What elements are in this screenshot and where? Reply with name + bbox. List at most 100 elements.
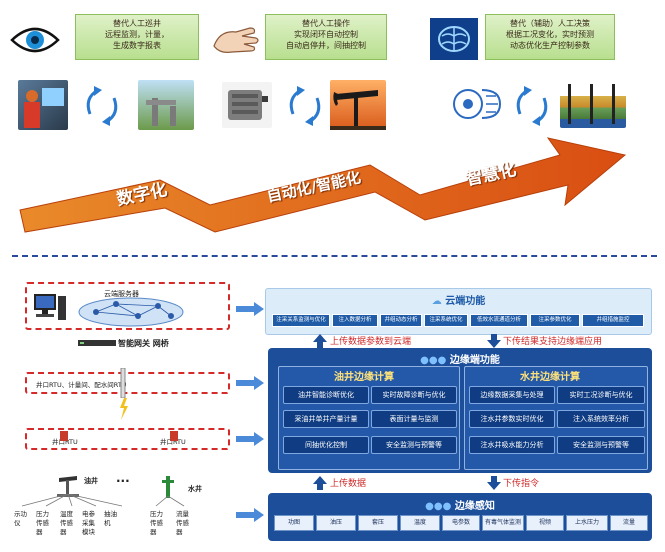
top-box-3-line1: 替代（辅助）人工决策 bbox=[510, 19, 590, 28]
pump-jack-photo bbox=[330, 80, 386, 130]
sense-chip-3: 套压 bbox=[358, 515, 398, 531]
water-func-6: 安全监测与预警等 bbox=[557, 436, 645, 454]
sense-chip-1: 功图 bbox=[274, 515, 314, 531]
edge-sensing-panel: ●●● 边缘感知 功图 油压 套压 温度 电参数 有毒气体监测 视频 上水压力 … bbox=[268, 493, 652, 541]
sense-chip-4: 温度 bbox=[400, 515, 440, 531]
water-rtu-label: 井口RTU bbox=[160, 438, 186, 446]
water-well-icon bbox=[162, 476, 174, 498]
cloud-chip-3: 井组动态分析 bbox=[380, 314, 422, 327]
right-arrow-4 bbox=[236, 508, 264, 522]
oil-sensor-links bbox=[21, 494, 123, 507]
edge-sensing-title: ●●● 边缘感知 bbox=[425, 501, 495, 512]
dots-separator: ··· bbox=[116, 474, 130, 488]
lightning-icon bbox=[120, 398, 128, 420]
rtu-device-photo bbox=[222, 82, 272, 128]
oil-sensor-1: 示功仪 bbox=[14, 510, 27, 527]
oil-sensor-2: 压力传感器 bbox=[36, 510, 49, 536]
cloud-functions-panel: ☁ 云端功能 注采关系监测与优化 注入数据分析 井组动态分析 注采系统优化 低效… bbox=[265, 288, 652, 335]
cloud-server-label: 云端服务器 bbox=[104, 290, 139, 298]
gateway-device-icon bbox=[78, 340, 116, 346]
cycle-arrows-icon-1 bbox=[86, 86, 118, 126]
oil-rtu-label: 井口RTU bbox=[52, 438, 78, 446]
top-box-3: 替代（辅助）人工决策 根据工况变化，实时预测 动态优化生产控制参数 bbox=[485, 14, 615, 60]
upload-to-cloud-label: 上传数据参数到云端 bbox=[330, 337, 412, 347]
oil-sensor-5: 抽油机 bbox=[104, 510, 117, 527]
water-func-1: 边缘数据采集与处理 bbox=[469, 386, 555, 404]
top-box-2-line3: 自动启停井，间抽控制 bbox=[286, 41, 366, 50]
water-sensor-links bbox=[155, 496, 185, 507]
water-sensor-2: 流量传感器 bbox=[176, 510, 189, 536]
oil-func-5: 间抽优化控制 bbox=[283, 436, 369, 454]
top-box-1-line1: 替代人工巡井 bbox=[113, 19, 161, 28]
right-arrow-3 bbox=[236, 432, 264, 446]
cloud-chip-4: 注采系统优化 bbox=[424, 314, 468, 327]
up-arrow-2 bbox=[313, 476, 327, 490]
sense-chip-8: 上水压力 bbox=[566, 515, 608, 531]
oil-sensor-4: 电参采集模块 bbox=[82, 510, 95, 536]
top-box-3-line3: 动态优化生产控制参数 bbox=[510, 41, 590, 50]
down-arrow-1 bbox=[487, 334, 501, 348]
wellhead-rtu-box bbox=[25, 428, 230, 450]
network-cloud-icon bbox=[78, 297, 184, 327]
oil-sensor-3: 温度传感器 bbox=[60, 510, 73, 536]
edge-sensing-title-text: 边缘感知 bbox=[454, 501, 495, 512]
operator-photo bbox=[18, 80, 68, 130]
cloud-functions-title: ☁ 云端功能 bbox=[431, 296, 486, 307]
antenna-icon bbox=[120, 368, 126, 398]
hand-icon bbox=[213, 27, 259, 53]
download-to-edge-label: 下传结果支持边缘端应用 bbox=[503, 337, 603, 347]
water-func-4: 注入系统效率分析 bbox=[557, 410, 645, 428]
water-func-2: 实时工况诊断与优化 bbox=[557, 386, 645, 404]
upload-data-label: 上传数据 bbox=[330, 479, 367, 489]
oil-func-3: 采油井单井产量计量 bbox=[283, 410, 369, 428]
oil-well-label: 油井 bbox=[84, 477, 98, 485]
top-box-2-line1: 替代人工操作 bbox=[302, 19, 350, 28]
top-box-1: 替代人工巡井 远程监测，计量， 生成数字报表 bbox=[75, 14, 199, 60]
water-func-5: 注水井吸水能力分析 bbox=[469, 436, 555, 454]
oil-func-6: 安全监测与预警等 bbox=[371, 436, 457, 454]
computer-icon bbox=[34, 294, 66, 320]
sense-chip-2: 油压 bbox=[316, 515, 356, 531]
sense-chip-6: 有毒气体监测 bbox=[482, 515, 524, 531]
eye-icon bbox=[10, 27, 60, 53]
wellhead-photo-1 bbox=[138, 80, 194, 130]
brain-icon bbox=[430, 18, 478, 60]
cloud-chip-7: 井组措施监控 bbox=[582, 314, 644, 327]
right-arrow-2 bbox=[236, 376, 264, 390]
rtu-box bbox=[25, 372, 230, 394]
progress-arrow bbox=[19, 137, 627, 233]
oil-func-1: 油井智能诊断优化 bbox=[283, 386, 369, 404]
oil-edge-title: 油井边缘计算 bbox=[334, 372, 394, 383]
water-well-label: 水井 bbox=[188, 485, 202, 493]
cloud-functions-title-text: 云端功能 bbox=[445, 296, 486, 307]
up-arrow-1 bbox=[313, 334, 327, 348]
cloud-chip-6: 注采参数优化 bbox=[530, 314, 580, 327]
oil-well-icon bbox=[57, 476, 79, 497]
gateway-label: 智能网关 网桥 bbox=[118, 339, 169, 348]
cycle-arrows-icon-2 bbox=[289, 86, 321, 126]
cloud-chip-1: 注采关系监测与优化 bbox=[272, 314, 330, 327]
down-arrow-2 bbox=[487, 476, 501, 490]
edge-functions-title: ●●● 边缘端功能 bbox=[420, 355, 500, 366]
sense-chip-5: 电参数 bbox=[442, 515, 480, 531]
download-command-label: 下传指令 bbox=[503, 479, 540, 489]
digital-brain-photo bbox=[450, 84, 506, 124]
top-box-3-line2: 根据工况变化，实时预测 bbox=[506, 30, 594, 39]
oil-func-4: 表面计量与监测 bbox=[371, 410, 457, 428]
section-divider bbox=[12, 255, 657, 257]
top-box-2-line2: 实现闭环自动控制 bbox=[294, 30, 358, 39]
water-func-3: 注水井参数实时优化 bbox=[469, 410, 555, 428]
water-edge-title: 水井边缘计算 bbox=[520, 372, 580, 383]
sense-chip-9: 流量 bbox=[610, 515, 648, 531]
top-box-1-line3: 生成数字报表 bbox=[113, 41, 161, 50]
top-box-1-line2: 远程监测，计量， bbox=[105, 30, 169, 39]
cycle-arrows-icon-3 bbox=[516, 86, 548, 126]
edge-functions-title-text: 边缘端功能 bbox=[449, 355, 500, 366]
rtu-label: 井口RTU、计量间、配水间RTU bbox=[36, 381, 127, 389]
water-sensor-1: 压力传感器 bbox=[150, 510, 163, 536]
right-arrow-1 bbox=[236, 302, 264, 316]
cloud-chip-2: 注入数据分析 bbox=[332, 314, 378, 327]
sense-chip-7: 视频 bbox=[526, 515, 564, 531]
top-box-2: 替代人工操作 实现闭环自动控制 自动启停井，间抽控制 bbox=[265, 14, 387, 60]
reservoir-model-photo bbox=[560, 82, 626, 128]
